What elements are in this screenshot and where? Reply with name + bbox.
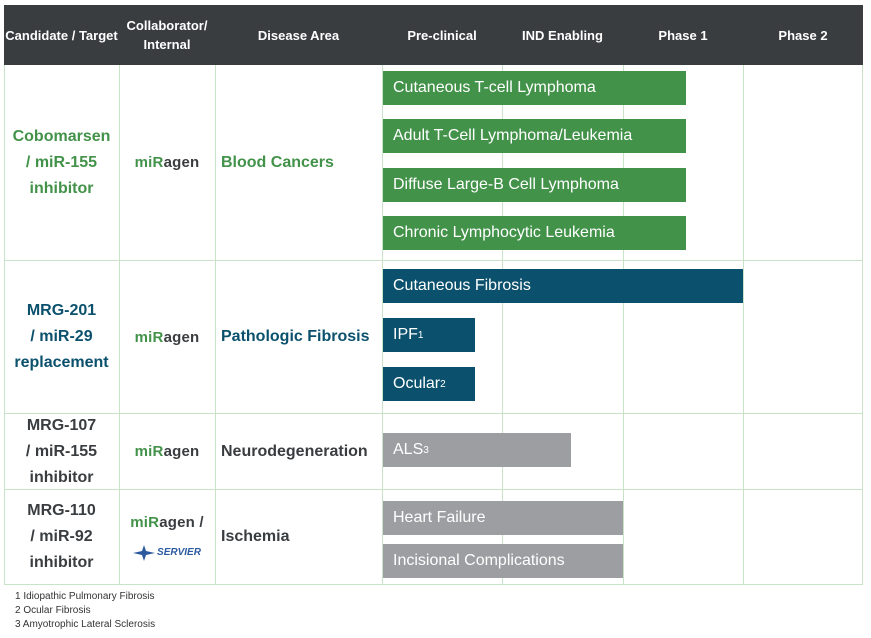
header-disease: Disease Area	[257, 27, 340, 43]
miragen-logo: miRagen	[134, 328, 200, 346]
header-phase1: Phase 1	[658, 27, 708, 43]
indication-bar: Cutaneous T-cell Lymphoma	[383, 71, 686, 105]
footnote: 2 Ocular Fibrosis	[15, 605, 91, 616]
grid-line	[502, 65, 503, 585]
grid-line	[4, 584, 863, 585]
grid-line	[382, 65, 383, 585]
footnote: 1 Idiopathic Pulmonary Fibrosis	[15, 591, 155, 602]
collaborator-miragen: miRagen	[119, 65, 215, 260]
grid-line	[215, 65, 216, 585]
disease-area: Ischemia	[221, 528, 290, 545]
grid-line	[4, 413, 863, 414]
indication-bar: Chronic Lymphocytic Leukemia	[383, 216, 686, 250]
indication-bar: Adult T-Cell Lymphoma/Leukemia	[383, 119, 686, 153]
disease-area: Pathologic Fibrosis	[221, 328, 370, 345]
header-ind-enabling: IND Enabling	[522, 27, 603, 43]
miragen-logo: miRagen	[134, 154, 200, 171]
disease-area: Blood Cancers	[221, 153, 334, 171]
grid-line	[119, 65, 120, 585]
servier-star-icon	[133, 544, 156, 561]
collaborator-miragen: miRagen	[119, 414, 215, 489]
grid-line	[4, 489, 863, 490]
disease-area: Neurodegeneration	[221, 442, 368, 460]
grid-line	[623, 65, 624, 585]
miragen-logo: miRagen	[134, 443, 200, 460]
header-collaborator: Collaborator/ Internal	[126, 18, 208, 52]
indication-bar: Diffuse Large-B Cell Lymphoma	[383, 168, 686, 202]
indication-bar: Incisional Complications	[383, 544, 623, 578]
grid-line	[743, 65, 744, 585]
collaborator-miragen-servier: miRagen / SERVIER	[119, 490, 215, 584]
grid-line	[4, 260, 863, 261]
footnote: 3 Amyotrophic Lateral Sclerosis	[15, 619, 156, 630]
grid-line	[862, 65, 863, 585]
servier-logo: SERVIER	[133, 544, 201, 561]
header-candidate: Candidate / Target	[5, 27, 118, 43]
table-header	[4, 5, 863, 65]
pipeline-table: Candidate / Target Collaborator/ Interna…	[4, 5, 863, 585]
indication-bar: Heart Failure	[383, 501, 623, 535]
miragen-logo: miRagen /	[130, 513, 204, 531]
indication-bar: Cutaneous Fibrosis	[383, 269, 743, 303]
grid-line	[4, 65, 5, 585]
header-phase2: Phase 2	[778, 27, 828, 43]
collaborator-miragen: miRagen	[119, 261, 215, 413]
header-preclinical: Pre-clinical	[407, 27, 477, 43]
